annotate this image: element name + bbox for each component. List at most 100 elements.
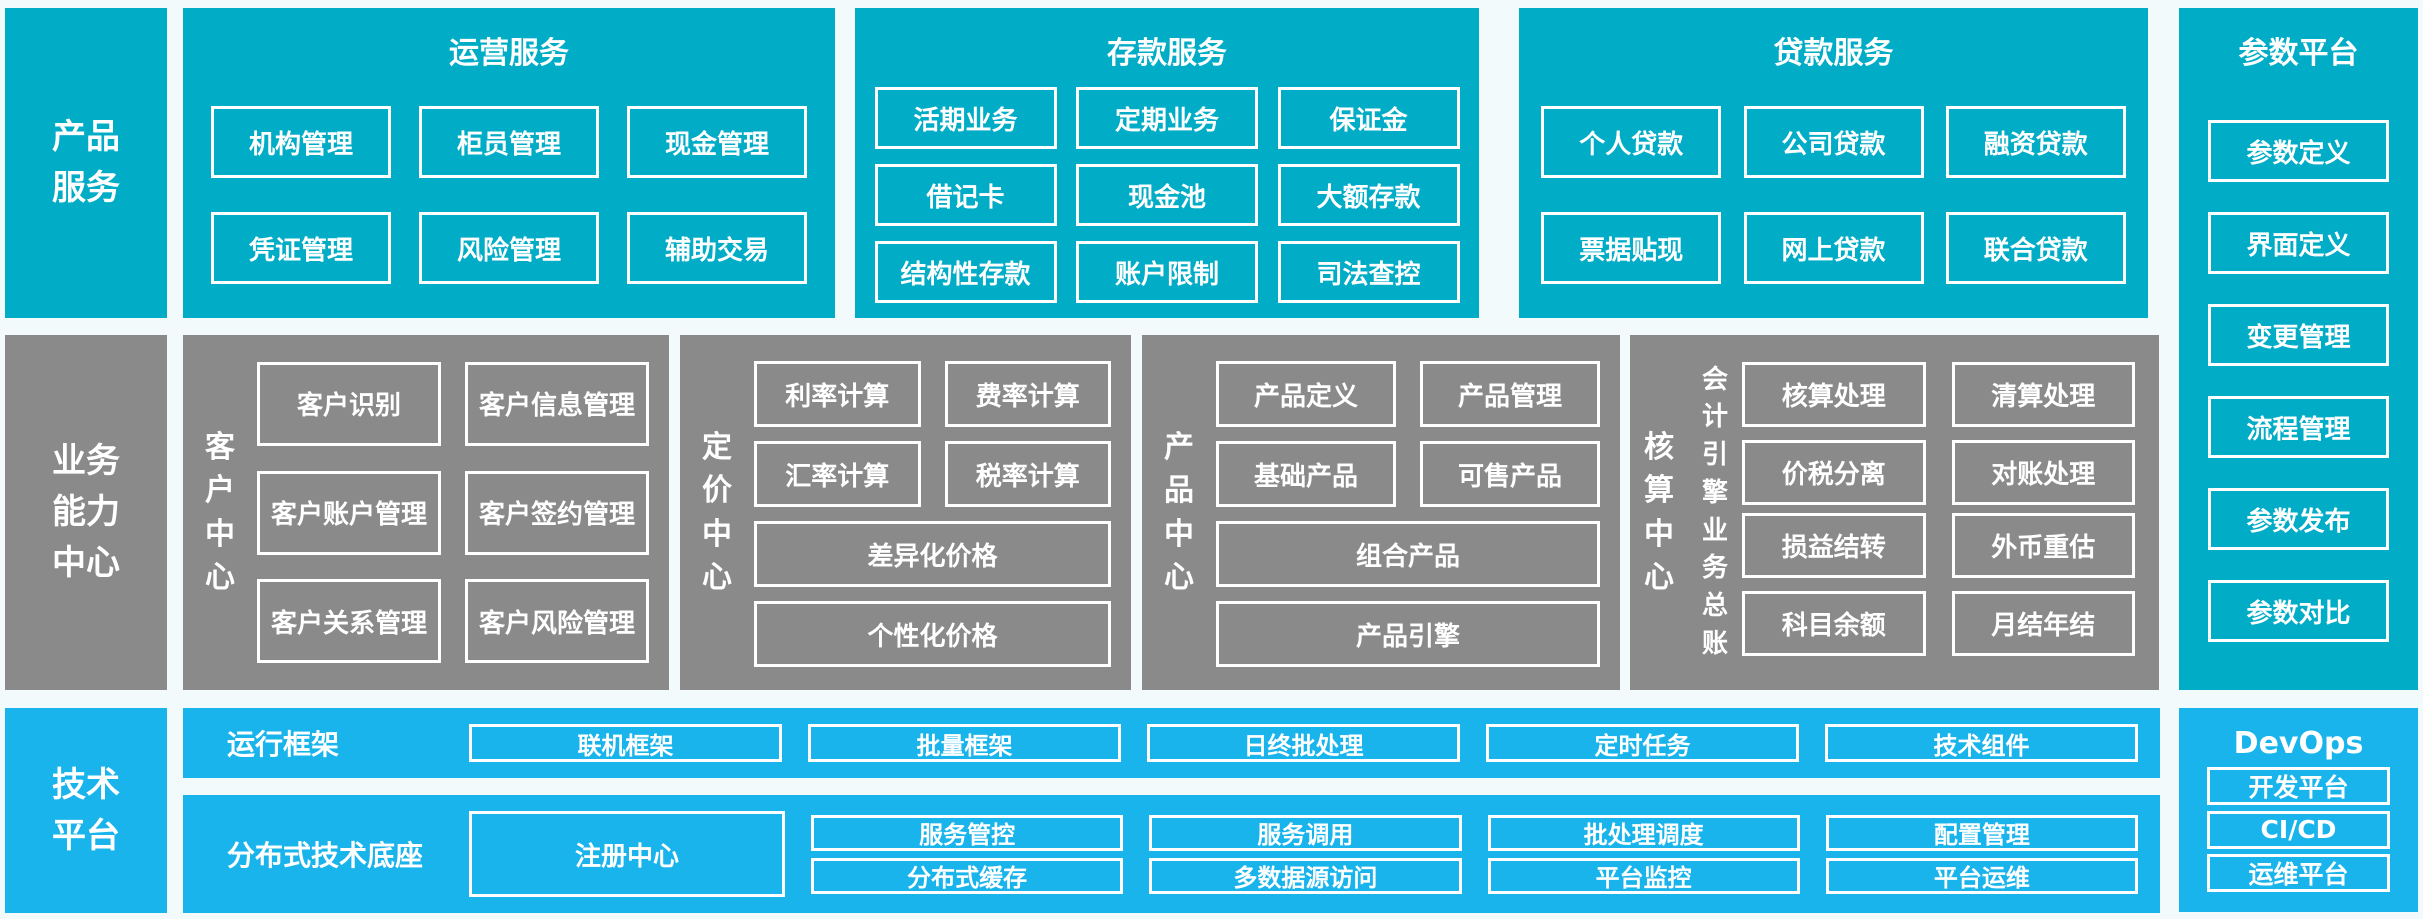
accounting-center-label: 核算中心 — [1644, 429, 1674, 596]
tech-box: 分布式缓存 — [811, 857, 1124, 894]
accounting-center-block: 核算中心 会计引擎 核算处理 清算处理 价税分离 对账处理 业务总账 损 — [1630, 335, 2159, 690]
tech-box: 服务管控 — [811, 814, 1124, 851]
customer-center-boxes: 客户识别 客户信息管理 客户账户管理 客户签约管理 客户关系管理 客户风险管理 — [257, 361, 649, 664]
capability-box: 基础产品 — [1216, 441, 1396, 507]
tech-platform-label: 技术平台 — [5, 708, 167, 913]
service-box: 公司贷款 — [1743, 106, 1924, 178]
capability-box: 组合产品 — [1216, 521, 1600, 587]
service-box: 流程管理 — [2208, 396, 2389, 458]
tech-box: 运维平台 — [2207, 854, 2390, 893]
parameter-platform-title: 参数平台 — [2238, 36, 2359, 71]
registry-center-box: 注册中心 — [469, 811, 785, 897]
distributed-base-label: 分布式技术底座 — [227, 839, 424, 872]
service-box: 参数发布 — [2208, 488, 2389, 550]
operation-services-title: 运营服务 — [449, 36, 569, 71]
product-center-boxes: 产品定义 产品管理 基础产品 可售产品 组合产品 产品引擎 — [1216, 361, 1600, 667]
product-services-label-text: 产品服务 — [51, 117, 120, 208]
deposit-services-boxes: 活期业务 定期业务 保证金 借记卡 现金池 大额存款 结构性存款 账户限制 司法… — [855, 72, 1479, 318]
accounting-center-content: 会计引擎 核算处理 清算处理 价税分离 对账处理 业务总账 损益结转 外币重估 … — [1688, 361, 2135, 664]
service-box: 凭证管理 — [211, 212, 391, 284]
customer-center-block: 客户中心 客户识别 客户信息管理 客户账户管理 客户签约管理 客户关系管理 客户… — [183, 335, 669, 690]
service-box: 结构性存款 — [874, 241, 1057, 303]
service-box: 定期业务 — [1076, 87, 1258, 149]
tech-box: 技术组件 — [1825, 724, 2138, 762]
accounting-engine-subgroup: 会计引擎 核算处理 清算处理 价税分离 对账处理 — [1688, 361, 2135, 513]
business-ledger-subgroup: 业务总账 损益结转 外币重估 科目余额 月结年结 — [1688, 512, 2135, 664]
service-box: 现金管理 — [627, 106, 807, 178]
product-services-label: 产品服务 — [5, 8, 167, 318]
pricing-center-boxes: 利率计算 费率计算 汇率计算 税率计算 差异化价格 个性化价格 — [754, 361, 1111, 667]
loan-services-group: 贷款服务 个人贷款 公司贷款 融资贷款 票据贴现 网上贷款 联合贷款 — [1519, 8, 2148, 318]
devops-boxes: 开发平台 CI/CD 运维平台 — [2207, 761, 2390, 898]
service-box: 参数定义 — [2208, 120, 2389, 182]
tech-box: 多数据源访问 — [1149, 857, 1462, 894]
capability-box: 税率计算 — [944, 441, 1111, 507]
business-ledger-label: 业务总账 — [1702, 515, 1729, 659]
capability-box: 损益结转 — [1742, 512, 1926, 578]
service-box: 风险管理 — [419, 212, 599, 284]
capability-box: 个性化价格 — [754, 601, 1111, 667]
tech-platform-label-text: 技术平台 — [51, 764, 120, 856]
service-box: 大额存款 — [1277, 164, 1460, 226]
capability-box: 对账处理 — [1951, 439, 2135, 505]
accounting-engine-boxes: 核算处理 清算处理 价税分离 对账处理 — [1742, 361, 2135, 513]
tech-box: 定时任务 — [1486, 724, 1799, 762]
tech-box: 平台运维 — [1825, 857, 2138, 894]
devops-title: DevOps — [2233, 726, 2364, 761]
capability-box: 价税分离 — [1742, 439, 1926, 505]
capability-box: 科目余额 — [1742, 590, 1926, 656]
capability-box: 外币重估 — [1951, 512, 2135, 578]
service-box: 柜员管理 — [419, 106, 599, 178]
product-center-label: 产品中心 — [1164, 429, 1194, 596]
loan-services-boxes: 个人贷款 公司贷款 融资贷款 票据贴现 网上贷款 联合贷款 — [1519, 72, 2148, 318]
capability-box: 差异化价格 — [754, 521, 1111, 587]
capability-box: 清算处理 — [1951, 361, 2135, 427]
capability-box: 客户信息管理 — [465, 361, 649, 446]
capability-box: 客户风险管理 — [465, 579, 649, 664]
service-box: 网上贷款 — [1743, 212, 1924, 284]
service-box: 账户限制 — [1076, 241, 1258, 303]
service-box: 保证金 — [1277, 87, 1460, 149]
tech-box: 联机框架 — [469, 724, 782, 762]
parameter-platform-group: 参数平台 参数定义 界面定义 变更管理 流程管理 参数发布 参数对比 — [2179, 8, 2418, 690]
service-box: 融资贷款 — [1945, 106, 2126, 178]
service-box: 变更管理 — [2208, 304, 2389, 366]
tech-box: 批量框架 — [808, 724, 1121, 762]
service-box: 参数对比 — [2208, 580, 2389, 642]
capability-box: 产品定义 — [1216, 361, 1396, 427]
product-center-block: 产品中心 产品定义 产品管理 基础产品 可售产品 组合产品 产品引擎 — [1142, 335, 1620, 690]
capability-box: 客户识别 — [257, 361, 441, 446]
customer-center-label: 客户中心 — [205, 429, 235, 596]
deposit-services-title: 存款服务 — [1107, 36, 1227, 71]
deposit-services-group: 存款服务 活期业务 定期业务 保证金 借记卡 现金池 大额存款 结构性存款 账户… — [855, 8, 1479, 318]
capability-box: 产品引擎 — [1216, 601, 1600, 667]
tech-box: 平台监控 — [1487, 857, 1800, 894]
tech-box: 日终批处理 — [1147, 724, 1460, 762]
pricing-center-label: 定价中心 — [702, 429, 732, 596]
operation-services-boxes: 机构管理 柜员管理 现金管理 凭证管理 风险管理 辅助交易 — [183, 72, 835, 318]
accounting-engine-label: 会计引擎 — [1702, 364, 1729, 508]
business-center-label: 业务能力中心 — [5, 335, 167, 690]
service-box: 联合贷款 — [1945, 212, 2126, 284]
tech-box: 服务调用 — [1149, 814, 1462, 851]
service-box: 机构管理 — [211, 106, 391, 178]
service-box: 司法查控 — [1277, 241, 1460, 303]
loan-services-title: 贷款服务 — [1773, 36, 1894, 71]
service-box: 活期业务 — [874, 87, 1057, 149]
tech-box: 批处理调度 — [1487, 814, 1800, 851]
service-box: 界面定义 — [2208, 212, 2389, 274]
service-box: 现金池 — [1076, 164, 1258, 226]
capability-box: 可售产品 — [1420, 441, 1600, 507]
capability-box: 客户签约管理 — [465, 470, 649, 555]
distributed-base-boxes: 服务管控 服务调用 批处理调度 配置管理 分布式缓存 多数据源访问 平台监控 平… — [811, 814, 2138, 894]
service-box: 票据贴现 — [1541, 212, 1722, 284]
capability-box: 汇率计算 — [754, 441, 921, 507]
parameter-platform-boxes: 参数定义 界面定义 变更管理 流程管理 参数发布 参数对比 — [2179, 72, 2418, 690]
service-box: 借记卡 — [874, 164, 1057, 226]
service-box: 个人贷款 — [1541, 106, 1722, 178]
run-framework-block: 运行框架 联机框架 批量框架 日终批处理 定时任务 技术组件 — [183, 708, 2160, 778]
service-box: 辅助交易 — [627, 212, 807, 284]
pricing-center-block: 定价中心 利率计算 费率计算 汇率计算 税率计算 差异化价格 个性化价格 — [680, 335, 1131, 690]
operation-services-group: 运营服务 机构管理 柜员管理 现金管理 凭证管理 风险管理 辅助交易 — [183, 8, 835, 318]
